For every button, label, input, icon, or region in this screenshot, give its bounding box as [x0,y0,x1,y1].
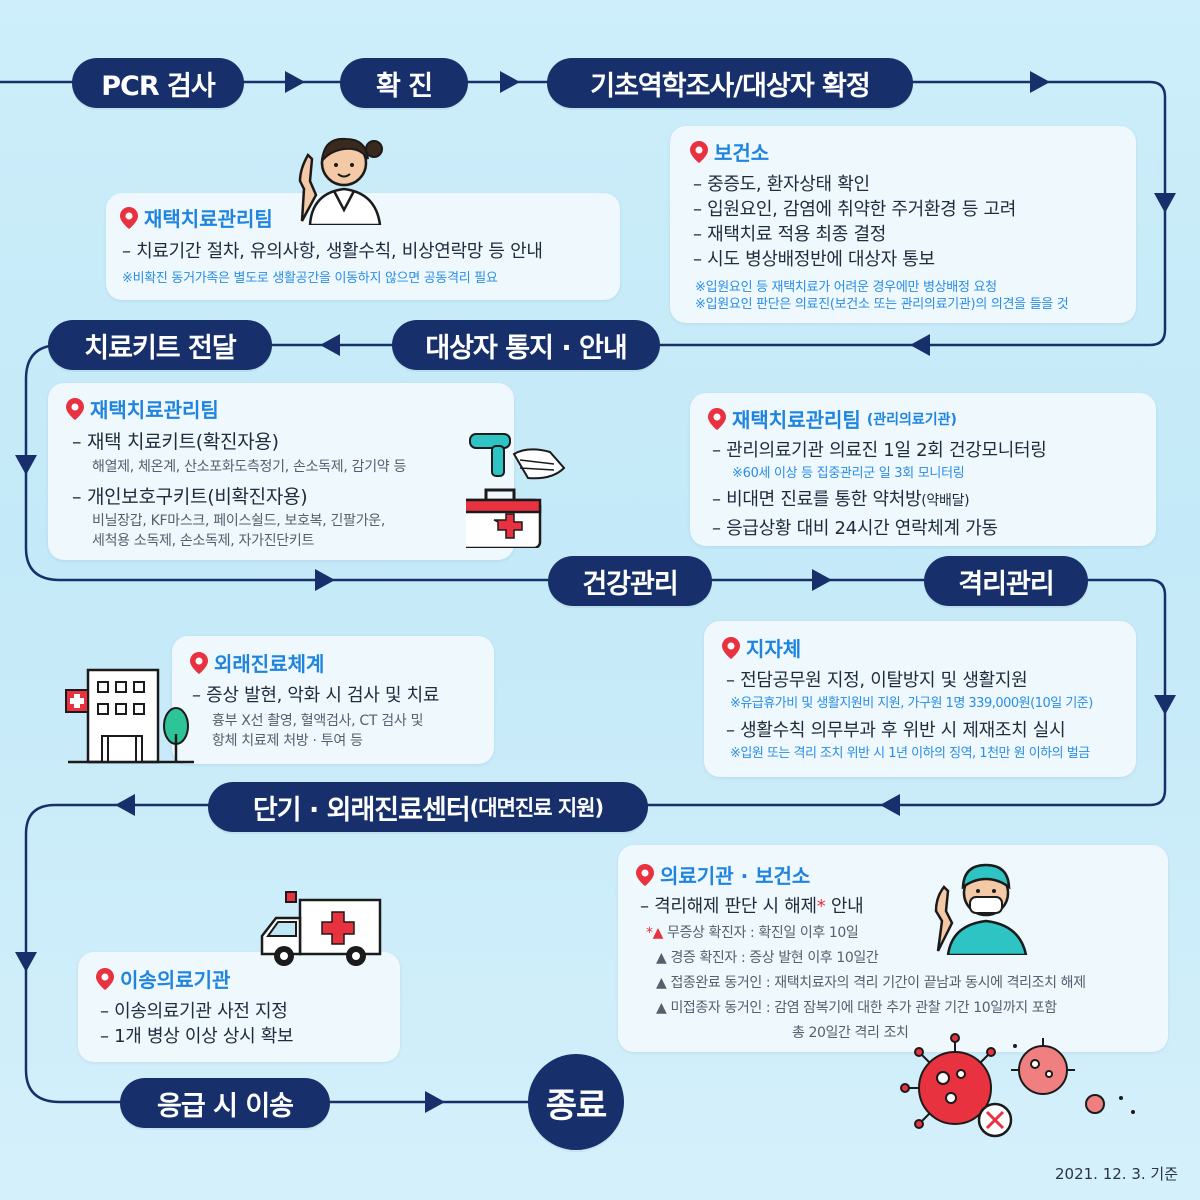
arrow-down [1154,695,1176,715]
card-note: ※입원요인 등 재택치료가 어려운 경우에만 병상배정 요청 [695,280,997,295]
card-note: ※입원 또는 격리 조치 위반 시 1년 이하의 징역, 1천만 원 이하의 벌… [730,746,1090,761]
card-transfer-hospital [78,952,400,1062]
release-item: *▲ 무증상 확진자 : 확진일 이후 10일 [646,925,859,941]
card-medical-institution [618,845,1168,1052]
step-epidemiology: 기초역학조사/대상자 확정 [547,58,913,108]
arrow-down [1154,193,1176,213]
card-sub: 흉부 X선 촬영, 혈액검사, CT 검사 및 [212,713,424,729]
card-line: – 격리해제 판단 시 해제* 안내 [640,896,864,917]
card-transfer-hospital-title: 이송의료기관 [96,964,230,993]
card-line: – 재택 치료키트(확진자용) [72,431,279,453]
card-line: – 응급상황 대비 24시간 연락체계 가동 [712,518,998,539]
card-line: – 입원요인, 감염에 취약한 주거환경 등 고려 [693,199,1017,220]
card-note: ※입원요인 판단은 의료진(보건소 또는 관리의료기관)의 의견을 들을 것 [695,297,1069,312]
card-line: – 비대면 진료를 통한 약처방(약배달) [712,489,970,510]
arrow-right [315,569,335,591]
step-transfer: 응급 시 이송 [120,1078,330,1128]
ambulance-illustration [260,891,382,966]
location-pin-icon [66,397,84,420]
step-short-center-label: 단기 · 외래진료센터 [252,794,471,826]
step-kit: 치료키트 전달 [48,320,272,370]
release-item: ▲ 경증 확진자 : 증상 발현 이후 10일간 [656,950,879,966]
card-team-guidance-title: 재택치료관리팀 [120,203,273,232]
card-line: – 중증도, 환자상태 확인 [693,174,870,195]
card-line: – 재택치료 적용 최종 결정 [693,224,886,245]
arrow-left [880,794,900,816]
arrow-right [285,71,305,93]
card-line: – 1개 병상 이상 상시 확보 [100,1026,294,1047]
card-sub: 비닐장갑, KF마스크, 페이스쉴드, 보호복, 긴팔가운, [92,513,386,529]
arrow-right [425,1091,445,1113]
location-pin-icon [120,206,138,229]
card-team-monitoring-title: 재택치료관리팀(관리의료기관) [708,404,957,433]
card-medical-institution-title: 의료기관 · 보건소 [636,860,810,889]
date-label: 2021. 12. 3. 기준 [1054,1165,1178,1183]
card-line: – 전담공무원 지정, 이탈방지 및 생활지원 [726,670,1028,691]
arrow-left [910,334,930,356]
release-item: ▲ 미접종자 동거인 : 감염 잠복기에 대한 추가 관찰 기간 10일까지 포… [656,1000,1057,1016]
card-local-government [704,621,1136,777]
arrow-down [15,455,37,475]
step-health: 건강관리 [548,556,712,606]
arrow-left [320,334,340,356]
arrow-down [15,952,37,972]
virus-illustration [900,1033,1135,1138]
card-line: – 개인보호구키트(비확진자용) [72,486,308,508]
arrow-right [812,569,832,591]
step-notify: 대상자 통지 · 안내 [392,320,660,370]
step-isolation: 격리관리 [924,556,1088,606]
location-pin-icon [96,967,114,990]
location-pin-icon [190,651,208,674]
doctor-illustration [298,137,383,225]
card-outpatient [172,636,494,764]
card-team-monitoring [690,393,1156,546]
card-note: ※유급휴가비 및 생활지원비 지원, 가구원 1명 339,000원(10일 기… [730,696,1093,711]
step-short-center-sub: (대면진료 지원) [469,796,604,820]
step-end: 종료 [528,1054,624,1150]
card-note: ※비확진 동거가족은 별도로 생활공간을 이동하지 않으면 공동격리 필요 [122,271,498,286]
card-line: – 생활수칙 의무부과 후 위반 시 제재조치 실시 [726,720,1066,741]
card-team-kits [48,383,514,560]
arrow-right [500,71,520,93]
card-sub: 해열제, 체온계, 산소포화도측정기, 손소독제, 감기약 등 [92,459,407,475]
card-sub: 항체 치료제 처방 · 투여 등 [212,733,363,749]
location-pin-icon [690,140,708,163]
card-line: – 관리의료기관 의료진 1일 2회 건강모니터링 [712,440,1047,461]
card-line: – 치료기간 절차, 유의사항, 생활수칙, 비상연락망 등 안내 [122,241,543,262]
location-pin-icon [636,863,654,886]
card-outpatient-title: 외래진료체계 [190,648,324,677]
arrow-right [1030,71,1050,93]
step-pcr: PCR 검사 [72,58,244,108]
card-health-center [670,126,1136,323]
medical-kit-illustration [466,433,566,548]
step-confirm: 확 진 [340,58,468,108]
location-pin-icon [722,636,740,659]
card-local-government-title: 지자체 [722,633,801,662]
step-short-center: 단기 · 외래진료센터(대면진료 지원) [208,782,648,832]
medic-illustration [934,863,1028,955]
card-team-kits-title: 재택치료관리팀 [66,394,219,423]
arrow-left [115,794,135,816]
hospital-illustration [65,668,194,764]
card-line: – 이송의료기관 사전 지정 [100,1001,288,1022]
card-health-center-title: 보건소 [690,137,769,166]
release-item: ▲ 접종완료 동거인 : 재택치료자의 격리 기간이 끝남과 동시에 격리조치 … [656,975,1086,991]
card-line: – 증상 발현, 악화 시 검사 및 치료 [192,685,440,706]
card-sub: 세척용 소독제, 손소독제, 자가진단키트 [92,533,315,549]
card-line: – 시도 병상배정반에 대상자 통보 [693,249,935,270]
location-pin-icon [708,407,726,430]
release-item-continuation: 총 20일간 격리 조치 [792,1025,909,1041]
card-note: ※60세 이상 등 집중관리군 일 3회 모니터링 [732,466,965,481]
